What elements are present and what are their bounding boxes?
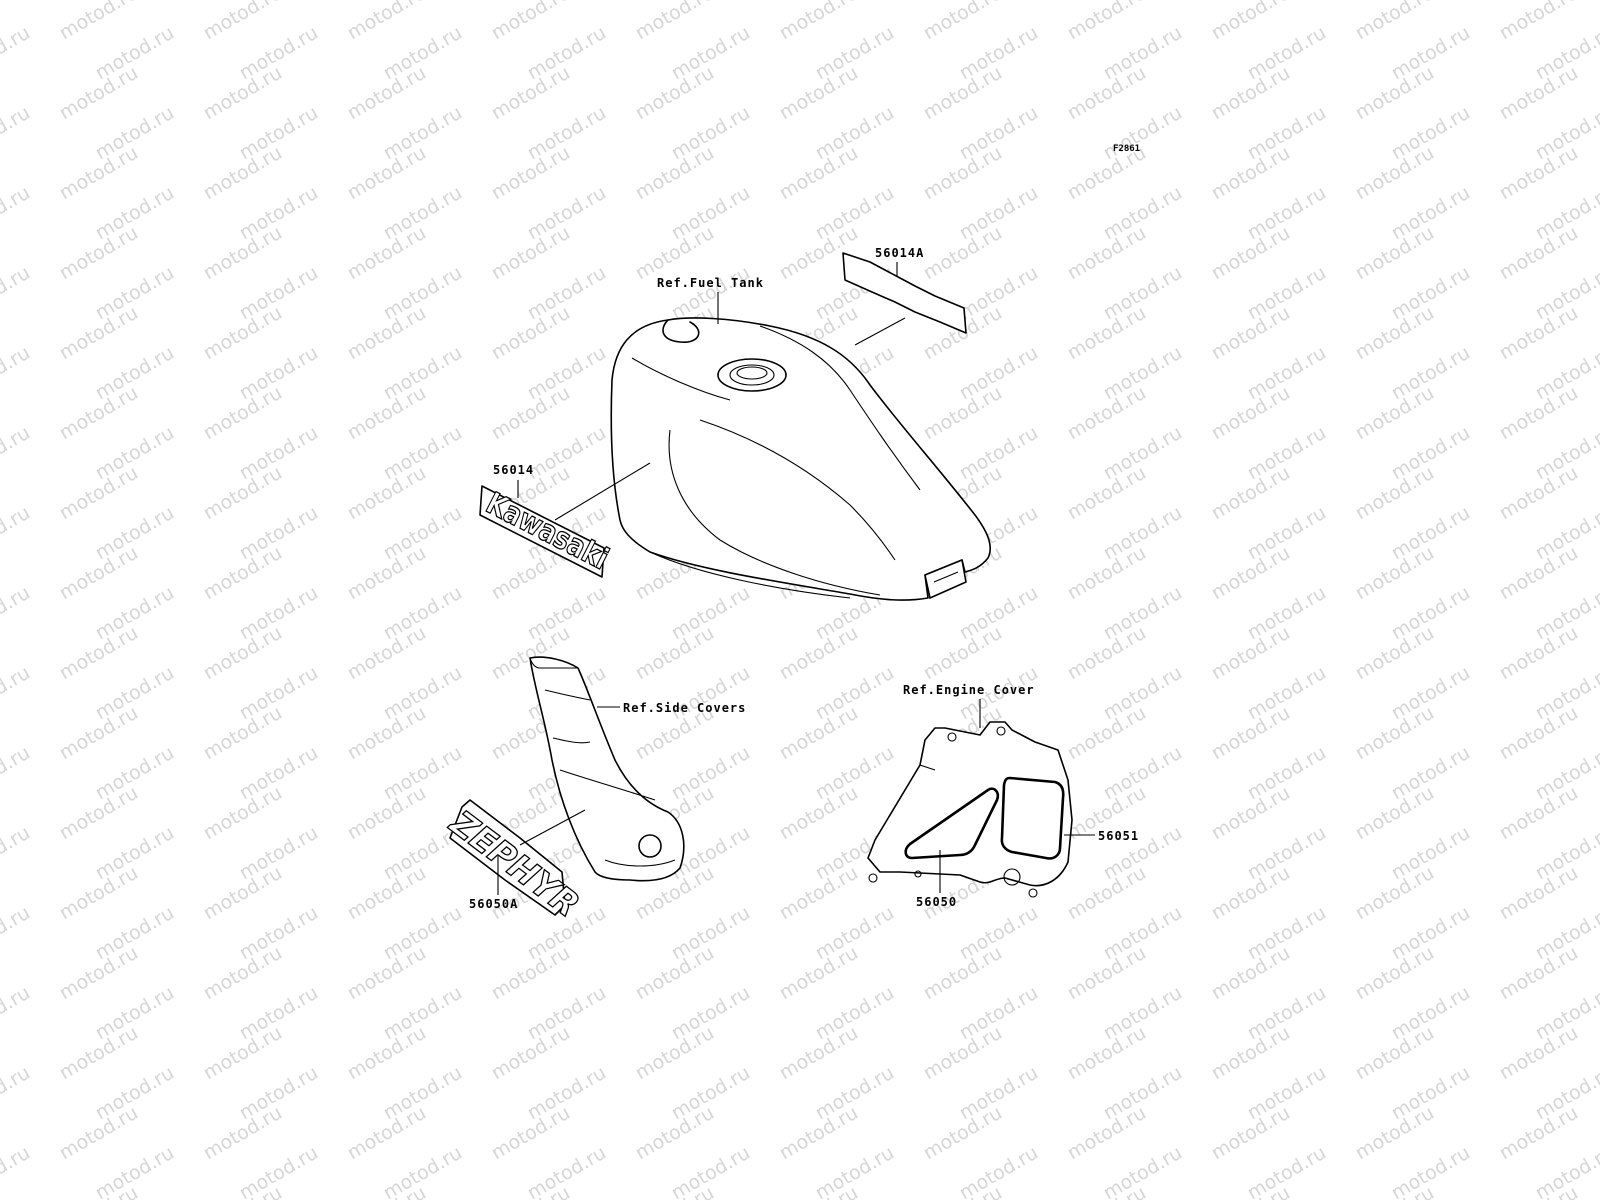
engine-cover-decal-56050 [904, 787, 1000, 860]
watermark-text: motod.ru [0, 742, 34, 805]
watermark-text: motod.ru [0, 902, 34, 965]
watermark-text: motod.ru [0, 422, 34, 485]
callout-ref-engine-cover: Ref.Engine Cover [903, 683, 1035, 697]
watermark-text: motod.ru [344, 0, 430, 44]
watermark-text: motod.ru [0, 822, 34, 885]
side-cover [529, 656, 685, 882]
watermark-text: motod.ru [1352, 0, 1438, 44]
fuel-tank [610, 317, 991, 601]
watermark-text: motod.ru [0, 0, 34, 4]
watermark-text: motod.ru [0, 982, 34, 1045]
figure-code: F2861 [1113, 144, 1140, 154]
callout-56014: 56014 [493, 463, 534, 477]
watermark-text: motod.ru [0, 102, 34, 165]
engine-cover-decal-56051 [1000, 776, 1065, 860]
callout-ref-side-covers: Ref.Side Covers [623, 701, 746, 715]
watermark-text: motod.ru [776, 0, 862, 44]
watermark-text: motod.ru [1208, 0, 1294, 44]
watermark-text: motod.ru [1064, 0, 1150, 44]
tank-stripe-decal [842, 252, 967, 334]
watermark-text: motod.ru [0, 22, 34, 85]
watermark-text: motod.ru [920, 0, 1006, 44]
watermark-text: motod.ru [488, 0, 574, 44]
callout-56050: 56050 [916, 895, 957, 909]
watermark-text: motod.ru [0, 662, 34, 725]
watermark-text: motod.ru [0, 1062, 34, 1125]
watermark-text: motod.ru [0, 502, 34, 565]
watermark-text: motod.ru [200, 0, 286, 44]
watermark-text: motod.ru [0, 262, 34, 325]
callout-56051: 56051 [1098, 829, 1139, 843]
callout-56014A: 56014A [875, 246, 924, 260]
watermark-text: motod.ru [56, 0, 142, 44]
callout-56050A: 56050A [469, 897, 518, 911]
watermark-text: motod.ru [0, 1142, 34, 1200]
engine-cover [867, 721, 1073, 898]
watermark-text: motod.ru [0, 182, 34, 245]
watermark-text: motod.ru [0, 342, 34, 405]
watermark-text: motod.ru [0, 582, 34, 645]
watermark-text: motod.ru [632, 0, 718, 44]
callout-ref-fuel-tank: Ref.Fuel Tank [657, 276, 764, 290]
watermark-text: motod.ru [1496, 0, 1582, 44]
